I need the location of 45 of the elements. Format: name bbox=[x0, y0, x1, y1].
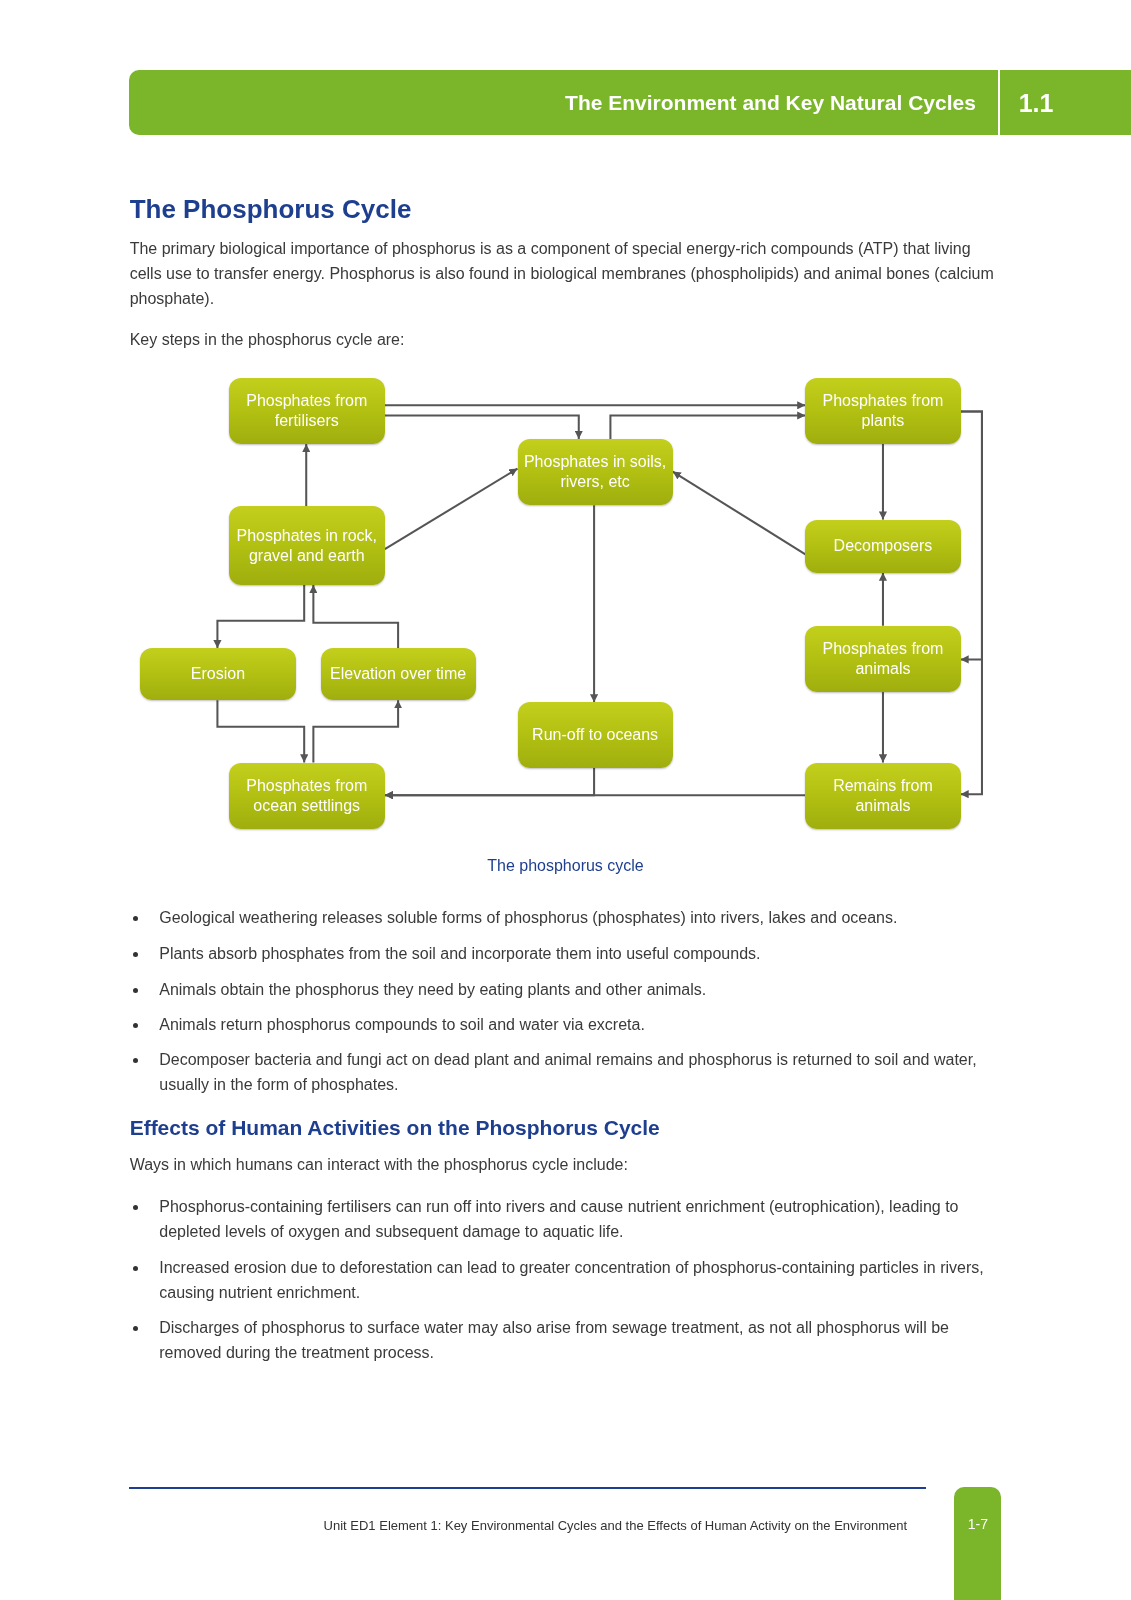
body-paragraph: Ways in which humans can interact with the phosphorus cycle include: bbox=[129, 1155, 629, 1176]
bullet-item: Discharges of phosphorus to surface water may also arise from sewage treatment, as not all phosphorus will be removed during the treatment process. bbox=[159, 1317, 950, 1363]
body-paragraph: Key steps in the phosphorus cycle are: bbox=[129, 329, 406, 350]
bullet-item: Geological weathering releases soluble forms of phosphorus (phosphates) into rivers, lakes and oceans. bbox=[159, 908, 899, 929]
body-paragraph: The primary biological importance of phosphorus is as a component of special energy-rich compounds (ATP) that living cells use to transfer energy. Phosphorus is also found in biological membranes (phospholipids) and animal bones (calcium phosphate). bbox=[129, 238, 995, 309]
process-box: Decomposers bbox=[805, 519, 961, 573]
process-box: Phosphates in rock, gravel and earth bbox=[228, 506, 385, 585]
page-number: 1-7 bbox=[954, 1487, 1002, 1600]
arrow bbox=[878, 692, 888, 763]
footer-text: Unit ED1 Element 1: Key Environmental Cycles and the Effects of Human Activity on the Environment bbox=[323, 1516, 908, 1535]
section-heading: Effects of Human Activities on the Phosphorus Cycle bbox=[129, 1114, 660, 1141]
process-box: Elevation over time bbox=[320, 648, 476, 701]
process-box: Phosphates in soils, rivers, etc bbox=[517, 438, 673, 506]
arrow bbox=[609, 411, 806, 439]
header-title: The Environment and Key Natural Cycles bbox=[565, 89, 976, 116]
arrow bbox=[312, 700, 403, 763]
process-box: Phosphates from ocean settlings bbox=[228, 762, 385, 829]
process-box: Erosion bbox=[139, 648, 296, 701]
arrow bbox=[384, 467, 519, 551]
arrow bbox=[216, 700, 309, 763]
arrow bbox=[960, 410, 983, 799]
arrow bbox=[384, 401, 806, 410]
process-box: Phosphates from animals bbox=[805, 625, 961, 693]
bullet-item: Decomposer bacteria and fungi act on dead plant and animal remains and phosphorus is returned to soil and water, usually in the form of phosphates. bbox=[159, 1050, 978, 1096]
process-box: Remains from animals bbox=[805, 762, 961, 829]
arrow bbox=[309, 584, 400, 649]
section-number: 1.1 bbox=[1018, 87, 1054, 119]
bullet-item: Phosphorus-containing fertilisers can run off into rivers and cause nutrient enrichment (eutrophication), leading to depleted levels of oxygen and subsequent damage to aquatic life. bbox=[159, 1197, 960, 1243]
bullet-item: Animals return phosphorus compounds to soil and water via excreta. bbox=[159, 1014, 646, 1035]
arrow bbox=[590, 505, 599, 703]
process-box: Run-off to oceans bbox=[517, 702, 673, 768]
bullet-item: Plants absorb phosphates from the soil and incorporate them into useful compounds. bbox=[159, 944, 762, 965]
process-box: Phosphates from fertilisers bbox=[228, 377, 385, 444]
arrow bbox=[384, 767, 596, 800]
figure-caption: The phosphorus cycle bbox=[486, 856, 645, 877]
bullet-item: Animals obtain the phosphorus they need by eating plants and other animals. bbox=[159, 979, 708, 1000]
arrow bbox=[878, 444, 888, 520]
arrow bbox=[302, 444, 311, 507]
process-box: Phosphates from plants bbox=[805, 377, 961, 444]
arrow bbox=[213, 584, 306, 649]
page-title: The Phosphorus Cycle bbox=[129, 192, 412, 226]
arrow bbox=[672, 470, 806, 556]
arrow bbox=[878, 572, 888, 626]
arrow bbox=[384, 414, 583, 439]
bullet-item: Increased erosion due to deforestation can lead to greater concentration of phosphorus-containing particles in rivers, causing nutrient enrichment. bbox=[159, 1257, 985, 1303]
